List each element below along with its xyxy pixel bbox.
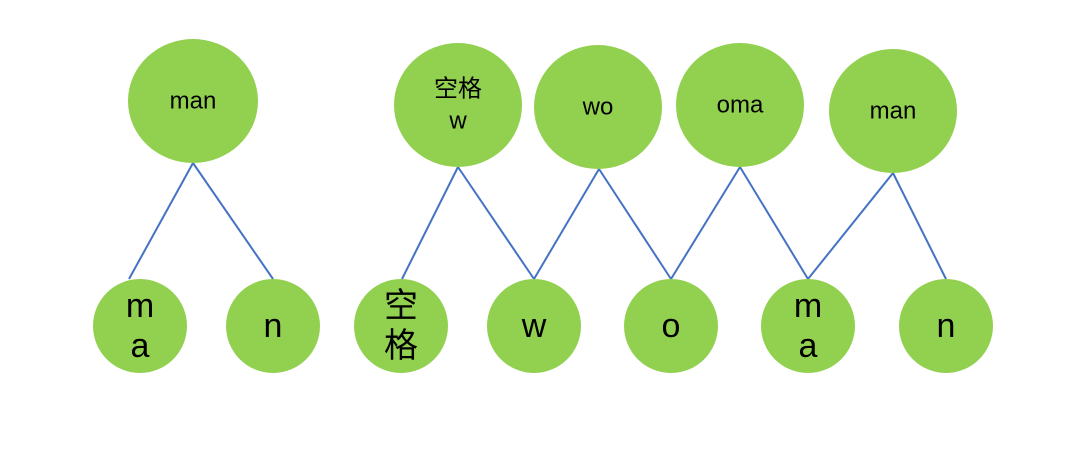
bottom-node-circle xyxy=(899,279,993,373)
bottom-node: w xyxy=(487,279,581,373)
bottom-node-label: o xyxy=(662,307,681,345)
edge-t3-b5 xyxy=(598,168,672,280)
bottom-node-circle xyxy=(624,279,718,373)
bottom-node: o xyxy=(624,279,718,373)
bottom-node-label: m xyxy=(794,287,822,325)
bottom-node: n xyxy=(226,279,320,373)
top-node-label: w xyxy=(448,108,467,135)
edge-t4-b5 xyxy=(670,166,741,280)
bottom-node-circle xyxy=(93,279,187,373)
bottom-node-circle xyxy=(761,279,855,373)
top-node-label: 空格 xyxy=(434,76,482,103)
edge-t5-b6 xyxy=(807,172,894,280)
edge-t2-b3 xyxy=(401,166,459,280)
edges-layer xyxy=(128,162,947,280)
top-node-circle xyxy=(534,45,662,169)
bottom-node-label: n xyxy=(937,307,956,345)
edge-t5-b7 xyxy=(892,172,947,280)
bottom-node-label: n xyxy=(264,307,283,345)
bottom-node: n xyxy=(899,279,993,373)
top-node-circle xyxy=(829,49,957,173)
top-node-circle xyxy=(128,39,258,163)
top-node-label: man xyxy=(870,98,917,125)
bottom-node: ma xyxy=(761,279,855,373)
top-node-circle xyxy=(394,43,522,167)
bottom-node: 空格 xyxy=(354,279,448,373)
top-node: wo xyxy=(534,45,662,169)
top-node-circle xyxy=(676,43,804,167)
bottom-node: ma xyxy=(93,279,187,373)
bottom-node-label: a xyxy=(799,327,818,365)
top-node: man xyxy=(128,39,258,163)
edge-t1-b1 xyxy=(128,162,194,280)
top-node-label: wo xyxy=(582,94,614,121)
edge-t4-b6 xyxy=(739,166,809,280)
top-node: man xyxy=(829,49,957,173)
edge-t2-b4 xyxy=(457,166,535,280)
bottom-node-label: 格 xyxy=(384,327,418,365)
bottom-node-label: m xyxy=(126,287,154,325)
top-node-label: oma xyxy=(717,92,764,119)
bottom-node-label: a xyxy=(131,327,150,365)
bottom-node-circle xyxy=(354,279,448,373)
top-node: oma xyxy=(676,43,804,167)
edge-t1-b2 xyxy=(192,162,274,280)
top-node: 空格 w xyxy=(394,43,522,167)
bottom-node-label: w xyxy=(521,307,547,345)
bottom-node-label: 空 xyxy=(384,287,418,325)
bottom-node-circle xyxy=(487,279,581,373)
edge-t3-b4 xyxy=(533,168,600,280)
top-node-label: man xyxy=(170,88,217,115)
bottom-node-circle xyxy=(226,279,320,373)
